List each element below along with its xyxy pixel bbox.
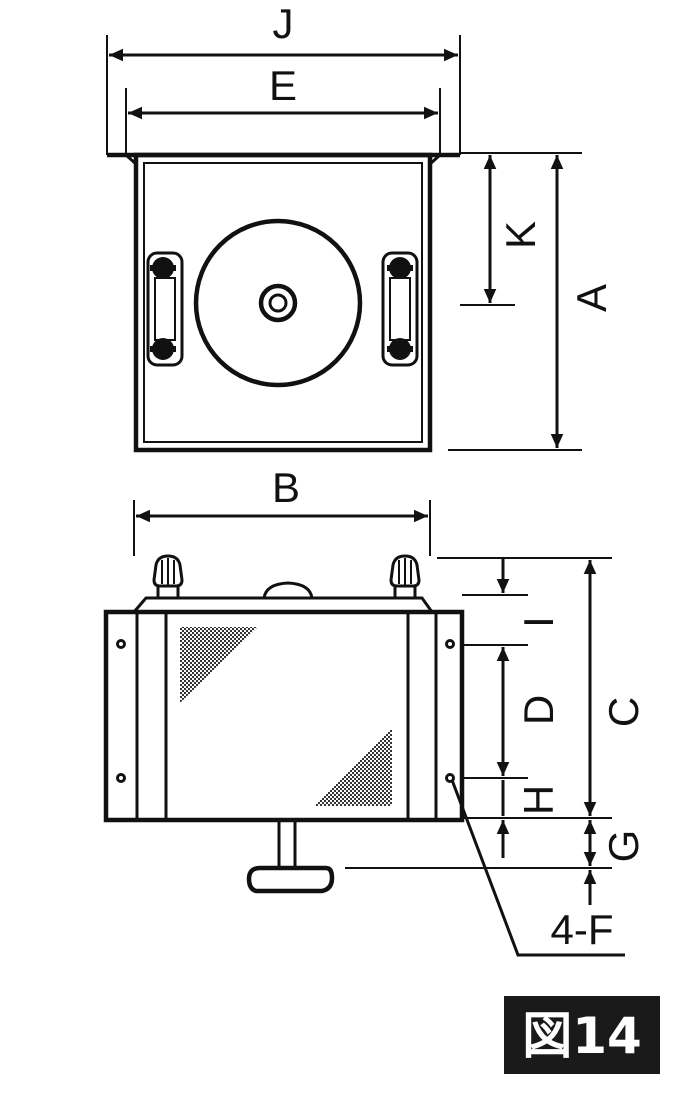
left-clamp-frame xyxy=(146,251,184,367)
label-d: D xyxy=(515,695,562,725)
warning-plate-top-left xyxy=(180,627,258,703)
right-knob xyxy=(389,554,421,600)
top-plate xyxy=(132,596,434,613)
top-body-outline xyxy=(133,152,433,453)
label-i: I xyxy=(515,616,562,628)
bolt-wing xyxy=(150,346,176,352)
top-view: J E xyxy=(106,0,615,453)
left-clamp-slot xyxy=(154,277,176,341)
foot-pad xyxy=(246,865,335,894)
figure-label-box xyxy=(504,996,660,1074)
label-h: H xyxy=(515,785,562,815)
bolt-wing xyxy=(387,346,413,352)
leader-line-f xyxy=(450,779,625,957)
label-a: A xyxy=(568,284,615,312)
label-e: E xyxy=(269,62,297,109)
mounting-hole xyxy=(445,773,455,783)
knob-stem xyxy=(156,584,180,600)
left-clamp xyxy=(146,251,184,367)
label-k: K xyxy=(497,221,544,249)
knob-stem xyxy=(393,584,417,600)
magnet-disc xyxy=(193,218,363,388)
mounting-hole xyxy=(445,639,455,649)
label-c: C xyxy=(600,697,647,727)
front-view: B xyxy=(103,464,647,957)
bolt-wing xyxy=(150,265,176,271)
right-clamp-frame xyxy=(381,251,419,367)
center-ring-outer xyxy=(258,283,298,323)
center-ring-inner xyxy=(268,293,288,313)
left-knob xyxy=(152,554,184,600)
right-clamp-slot xyxy=(389,277,411,341)
figure-label: 図14 xyxy=(504,996,660,1074)
mounting-hole xyxy=(116,773,126,783)
right-clamp xyxy=(381,251,419,367)
mounting-hole xyxy=(116,639,126,649)
figure-number: 図14 xyxy=(522,1007,642,1065)
label-f: 4-F xyxy=(551,906,614,953)
warning-plate-bottom-right xyxy=(314,728,392,806)
label-b: B xyxy=(272,464,300,511)
bolt-wing xyxy=(387,265,413,271)
label-g: G xyxy=(600,830,647,863)
top-body-inner xyxy=(143,162,423,443)
center-dome xyxy=(262,581,314,599)
stud xyxy=(277,818,297,870)
label-j: J xyxy=(273,0,294,47)
